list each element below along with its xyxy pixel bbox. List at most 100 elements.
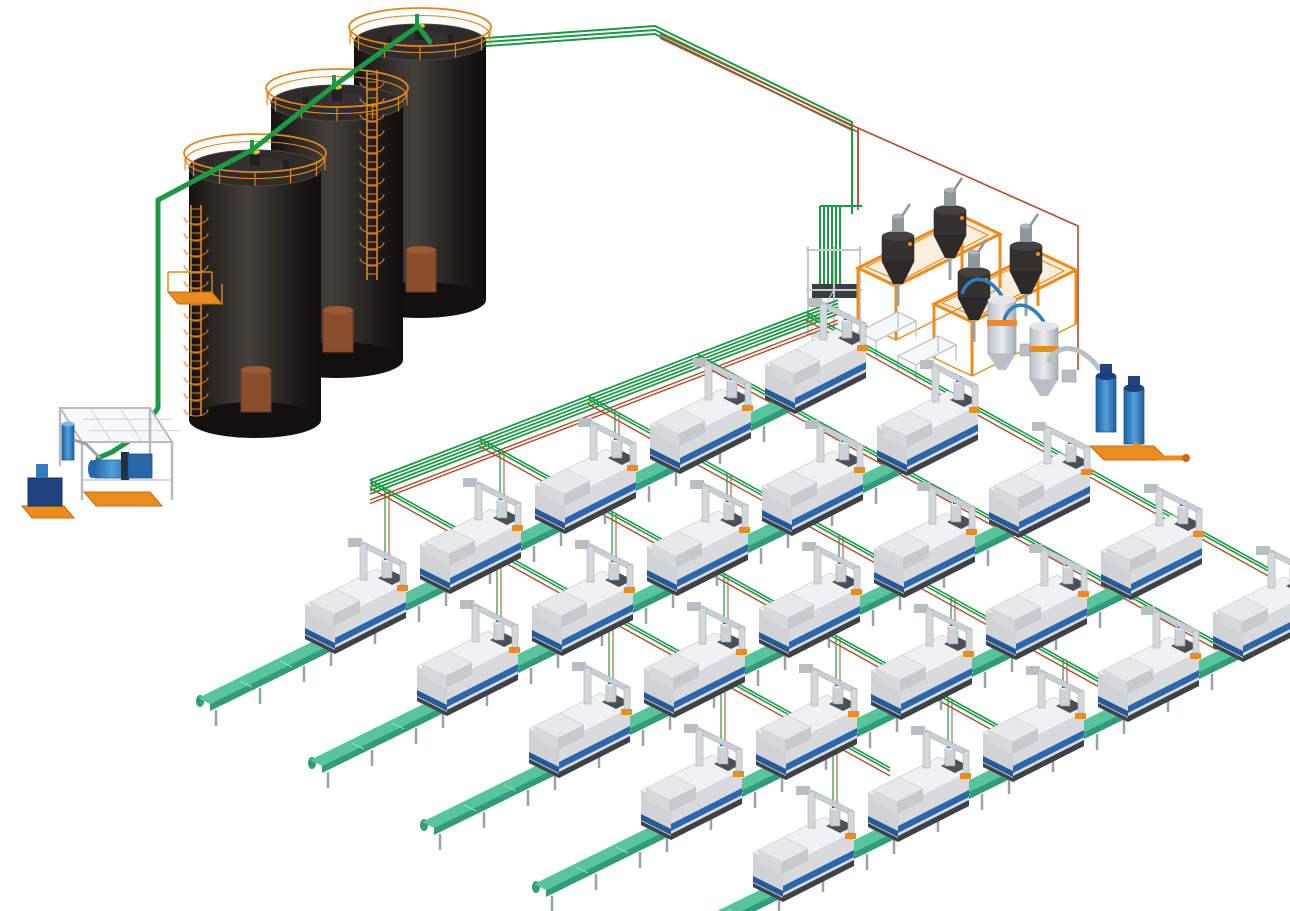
dryer-top (988, 295, 1016, 305)
roof-fitting (448, 34, 454, 43)
ladder-cage-hoop (183, 344, 209, 353)
molding-machine (194, 536, 410, 728)
dryer-hose (1002, 303, 1046, 323)
dryer-collar (1029, 346, 1059, 352)
control-unit-base (20, 505, 76, 519)
roof-fitting (283, 160, 289, 169)
cyclone-cap (944, 187, 956, 193)
spine-pipe-green (369, 309, 839, 492)
silo-manway-top (406, 246, 436, 254)
ladder-cage-hoop (183, 360, 209, 369)
ladder-cage-hoop (183, 312, 209, 321)
roof-fitting (386, 36, 392, 44)
ladder-cage-hoop (359, 97, 385, 106)
spine-pipe-green (369, 299, 839, 481)
silo-manway-top (323, 306, 353, 314)
overhead-pipes-back (429, 25, 1079, 370)
ladder-cage-hoop (359, 113, 385, 122)
pipe-green (429, 33, 853, 214)
spine-pipe-green (369, 306, 839, 488)
hopper-sensor (1036, 252, 1040, 256)
hopper-sensor (960, 216, 964, 220)
silo-nozzle (415, 26, 425, 40)
ladder-cage-hoop (183, 248, 209, 257)
pipe-green (429, 25, 853, 206)
cyclone-cap (892, 213, 904, 219)
ladder-cage-hoop (183, 232, 209, 241)
blower-cap (1124, 384, 1144, 392)
vacuum-pump-station (20, 407, 180, 519)
cyclone-cap (1020, 223, 1032, 229)
ladder-cage-hoop (359, 257, 385, 266)
roof-fitting (365, 95, 371, 104)
silo-ladder (359, 70, 385, 280)
ladder-cage-hoop (183, 408, 209, 417)
blower-cylinder (1123, 387, 1145, 445)
ladder-cage-hoop (359, 129, 385, 138)
dryer-collar (987, 320, 1017, 326)
hopper-top (958, 267, 990, 277)
table-grid (119, 407, 143, 443)
silo-manway (405, 249, 437, 293)
hopper-top (1010, 241, 1042, 251)
silo-manway (322, 309, 354, 353)
filter-cylinder (61, 423, 75, 461)
silo-manway (240, 369, 272, 413)
platform-deck-inner (940, 256, 1066, 318)
dryer-box (1061, 369, 1077, 383)
control-cabinet-top (36, 464, 48, 478)
hopper-top (934, 205, 966, 215)
ladder-cage-hoop (183, 216, 209, 225)
cyclone-pipe (976, 239, 988, 253)
hopper-cone (1010, 272, 1042, 294)
platform-brace (933, 357, 973, 377)
cyclone-pipe (900, 203, 912, 217)
ladder-cage-hoop (359, 145, 385, 154)
pipe-red (857, 127, 1079, 370)
pump-skid (82, 491, 164, 507)
ladder-cage-hoop (183, 376, 209, 385)
hopper-cone (958, 298, 990, 320)
silo-farm (183, 7, 492, 438)
dryer-top (1030, 321, 1058, 331)
silo-manway-top (241, 366, 271, 374)
silo-nozzle (332, 87, 342, 101)
ladder-cage-hoop (359, 81, 385, 90)
pipe-red (659, 33, 859, 206)
hopper-sensor (908, 242, 912, 246)
pipe-red (659, 37, 859, 210)
hopper-cone (934, 236, 966, 258)
blower-pipe (1045, 346, 1103, 372)
ladder-cage-hoop (359, 209, 385, 218)
cyclone-cap (968, 249, 980, 255)
hopper-cone (882, 262, 914, 284)
spine-pipe-red (369, 319, 839, 501)
pump-inlet (88, 460, 96, 478)
silo-bottom (189, 402, 321, 438)
hopper-cyclone (892, 216, 904, 232)
spine-pipe-green (369, 302, 839, 485)
outlet-flange (1182, 454, 1190, 462)
ladder-cage-hoop (359, 177, 385, 186)
blower-cap (1096, 372, 1116, 380)
ladder-cage-hoop (183, 328, 209, 337)
hopper-cyclone (1020, 226, 1032, 242)
dryer-hose (960, 277, 1004, 297)
hopper-top (882, 231, 914, 241)
pipe-green (429, 29, 853, 210)
roof-fitting (303, 97, 309, 105)
cyclone-pipe (1028, 213, 1040, 227)
blower-cylinder (1095, 375, 1117, 433)
ladder-cage-hoop (359, 225, 385, 234)
cyclone-pipe (952, 177, 964, 191)
pump-pipe (73, 438, 102, 460)
silo-nozzle (250, 152, 260, 166)
belt-guard (121, 452, 129, 480)
ladder-cage-hoop (359, 241, 385, 250)
silo-ladder (166, 205, 224, 417)
ladder-cage-hoop (183, 392, 209, 401)
ladder-cage-hoop (359, 193, 385, 202)
hopper-cyclone (968, 252, 980, 268)
